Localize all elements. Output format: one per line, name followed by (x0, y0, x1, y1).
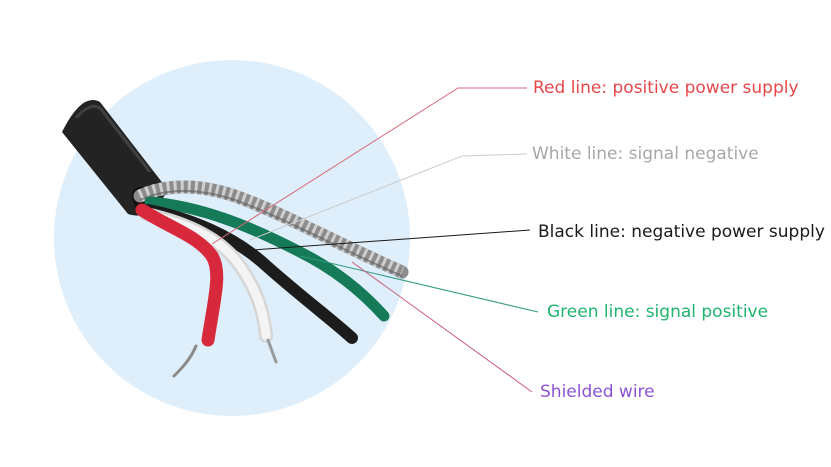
leader-black (251, 229, 531, 251)
label-green-line: Green line: signal positive (547, 302, 769, 322)
label-red-line: Red line: positive power supply (533, 78, 799, 98)
label-white-line: White line: signal negative (532, 144, 759, 164)
leader-green (299, 255, 539, 313)
leader-shield (351, 261, 533, 393)
label-black-line: Black line: negative power supply (538, 222, 825, 242)
leader-red (211, 87, 527, 245)
green-wire (144, 196, 390, 322)
shield-braid (133, 180, 409, 279)
label-shielded-wire: Shielded wire (540, 382, 655, 402)
red-wire-conductor (172, 344, 198, 378)
white-wire-conductor (266, 338, 278, 364)
red-wire (135, 203, 224, 347)
leader-white (249, 153, 528, 241)
